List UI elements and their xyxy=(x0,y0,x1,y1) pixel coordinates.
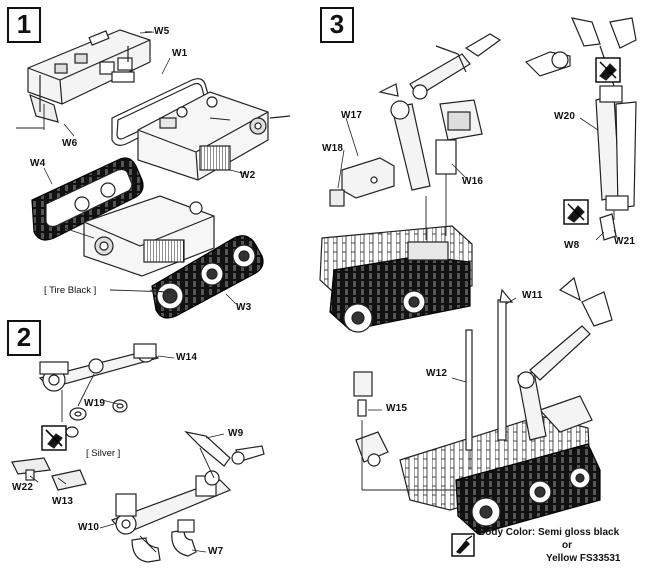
brush-icon xyxy=(451,533,475,557)
label-w6: W6 xyxy=(62,138,78,149)
label-w1: W1 xyxy=(172,48,188,59)
w17-box xyxy=(341,157,395,199)
w20-arm xyxy=(595,85,637,211)
label-w3: W3 xyxy=(236,302,252,313)
glue-icon xyxy=(595,57,621,83)
no-glue-icon xyxy=(41,425,67,451)
label-w7: W7 xyxy=(208,546,224,557)
step3-parts xyxy=(319,17,637,535)
w10-arm xyxy=(110,470,232,535)
label-w17: W17 xyxy=(341,110,363,121)
label-w5: W5 xyxy=(154,26,170,37)
lower-arm xyxy=(517,276,613,441)
label-w4: W4 xyxy=(30,158,46,169)
robot-base-upper xyxy=(319,225,473,333)
label-w14: W14 xyxy=(176,352,198,363)
w11-antenna xyxy=(497,288,514,441)
w13-part xyxy=(51,469,87,491)
w9-gripper xyxy=(184,431,265,467)
label-w8: W8 xyxy=(564,240,580,251)
step2-guide-lines xyxy=(61,373,215,553)
robot-base-lower xyxy=(399,395,601,535)
label-w21: W21 xyxy=(614,236,636,247)
w16-camera xyxy=(435,99,483,175)
label-w12: W12 xyxy=(426,368,448,379)
step3-guide-lines xyxy=(361,174,615,491)
step1-guide-lines xyxy=(16,104,231,293)
upper-arm xyxy=(378,33,502,191)
w22-part xyxy=(11,457,51,481)
note-silver: [ Silver ] xyxy=(86,448,121,459)
label-w10: W10 xyxy=(78,522,100,533)
step2-parts xyxy=(11,343,265,563)
w19-wheels xyxy=(65,399,128,438)
w14-arm xyxy=(38,343,160,392)
w7-clamp xyxy=(131,519,197,563)
label-w19: W19 xyxy=(84,398,106,409)
w12-antenna xyxy=(465,329,473,451)
w18-block xyxy=(329,189,345,207)
step-1-number: 1 xyxy=(7,7,41,43)
body-color-note: Body Color: Semi gloss black or Yellow F… xyxy=(478,526,648,565)
note-tire-black: [ Tire Black ] xyxy=(44,285,97,296)
label-w16: W16 xyxy=(462,176,484,187)
step-3-number: 3 xyxy=(320,7,354,43)
label-w20: W20 xyxy=(554,111,576,122)
w5-parts xyxy=(99,31,152,83)
step-2-number: 2 xyxy=(7,320,41,356)
no-glue-icon-2 xyxy=(563,199,589,225)
label-w15: W15 xyxy=(386,403,408,414)
lower-chassis xyxy=(83,195,215,277)
label-w22: W22 xyxy=(12,482,34,493)
leader-lines xyxy=(29,31,619,553)
label-w11: W11 xyxy=(522,290,543,301)
w3-track-black xyxy=(151,235,264,319)
step1-parts xyxy=(16,29,291,319)
top-gripper xyxy=(524,17,637,87)
w4-track-black xyxy=(31,157,144,241)
w2-chassis xyxy=(137,91,291,181)
color-note-line3: Yellow FS33531 xyxy=(546,553,621,564)
color-note-line1: Body Color: Semi gloss black xyxy=(478,527,620,538)
label-w9: W9 xyxy=(228,428,244,439)
label-w18: W18 xyxy=(322,143,344,154)
color-note-line2: or xyxy=(562,540,572,551)
w15-light xyxy=(353,371,389,467)
label-w13: W13 xyxy=(52,496,74,507)
label-w2: W2 xyxy=(240,170,256,181)
